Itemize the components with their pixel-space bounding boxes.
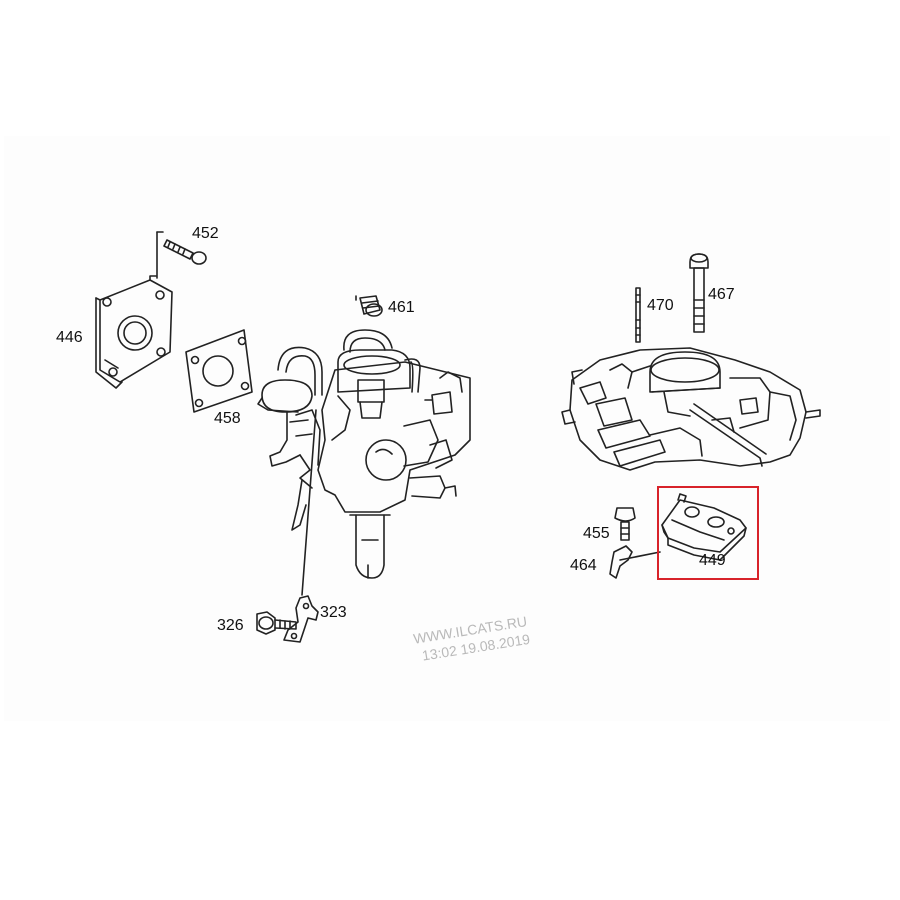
part-label-449[interactable]: 449 bbox=[699, 552, 726, 569]
part-label-458[interactable]: 458 bbox=[214, 410, 241, 427]
flange-446-drawing[interactable] bbox=[95, 275, 173, 389]
part-label-464[interactable]: 464 bbox=[570, 557, 597, 574]
clip-464-drawing[interactable] bbox=[609, 545, 661, 579]
bolt-326-drawing[interactable] bbox=[256, 611, 297, 635]
stud-470-drawing[interactable] bbox=[635, 287, 641, 343]
part-label-467[interactable]: 467 bbox=[708, 286, 735, 303]
cover-449-drawing[interactable] bbox=[661, 493, 747, 561]
highlight-box-449 bbox=[657, 486, 759, 580]
part-label-446[interactable]: 446 bbox=[56, 329, 83, 346]
part-label-455[interactable]: 455 bbox=[583, 525, 610, 542]
part-label-452[interactable]: 452 bbox=[192, 225, 219, 242]
plug-461-drawing[interactable] bbox=[355, 295, 383, 317]
gasket-458-drawing[interactable] bbox=[185, 329, 253, 413]
part-label-326[interactable]: 326 bbox=[217, 617, 244, 634]
part-label-470[interactable]: 470 bbox=[647, 297, 674, 314]
diagram-panel bbox=[4, 136, 890, 721]
carburetor-left-drawing bbox=[257, 329, 471, 596]
carburetor-right-drawing bbox=[561, 347, 821, 471]
bolt-452-drawing[interactable] bbox=[156, 231, 207, 279]
part-label-323[interactable]: 323 bbox=[320, 604, 347, 621]
part-label-461[interactable]: 461 bbox=[388, 299, 415, 316]
lever-323-drawing[interactable] bbox=[283, 595, 319, 643]
bolt-467-drawing[interactable] bbox=[689, 253, 709, 333]
bolt-455-drawing[interactable] bbox=[614, 507, 636, 541]
